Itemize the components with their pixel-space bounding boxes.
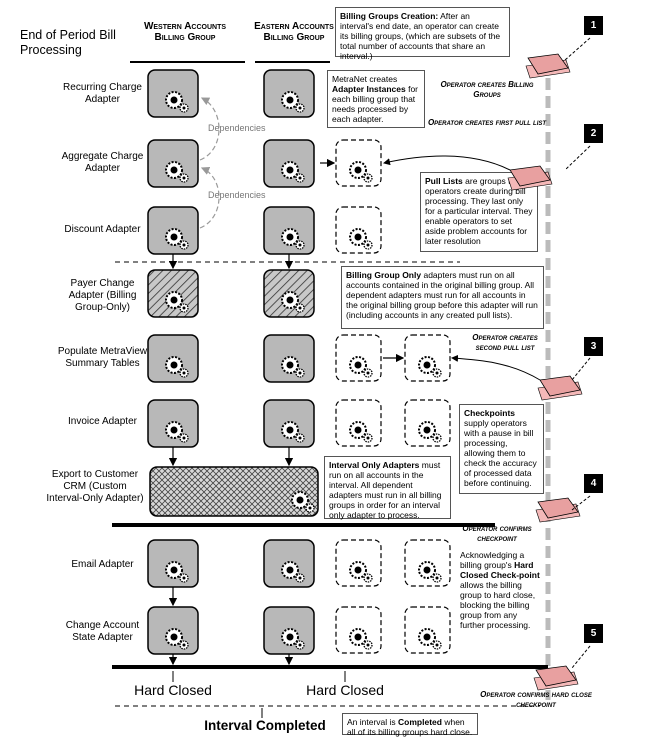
gear-icon: [281, 291, 305, 313]
note-interval-only: Interval Only Adapters must run on all a…: [324, 456, 451, 520]
gear-icon: [349, 161, 373, 183]
note-billing-group-only: Billing Group Only adapters must run on …: [341, 266, 544, 329]
adapter-label: Export to Customer CRM (Custom Interval-…: [46, 469, 144, 504]
gear-icon: [418, 561, 442, 583]
gear-icon: [281, 228, 305, 250]
western-header: Western Accounts Billing Group: [143, 21, 227, 43]
operator-action-3: Operator creates second pull list: [472, 333, 538, 352]
interval-completed: Interval Completed: [204, 718, 326, 733]
note-hard-closed-checkpoint: Acknowledging a billing group's Hard Clo…: [456, 547, 544, 639]
eastern-header: Eastern Accounts Billing Group: [254, 21, 334, 43]
gear-icon: [418, 628, 442, 650]
dependencies-label: Dependencies: [208, 123, 266, 133]
gear-icon: [418, 356, 442, 378]
gear-icon: [165, 91, 189, 113]
dependencies-label: Dependencies: [208, 190, 266, 200]
gear-icon: [281, 356, 305, 378]
step-badge: 3: [584, 337, 603, 356]
step-badge: 5: [584, 624, 603, 643]
gear-icon: [349, 356, 373, 378]
adapter-label: Email Adapter: [71, 559, 134, 570]
adapter-label: Discount Adapter: [64, 224, 141, 235]
gear-icon: [349, 561, 373, 583]
note-checkpoints: Checkpoints supply operators with a paus…: [459, 404, 544, 494]
operator-action-2: Operator creates first pull list: [427, 118, 547, 127]
adapter-label: Invoice Adapter: [68, 416, 137, 427]
gear-icon: [165, 356, 189, 378]
gear-icon: [349, 421, 373, 443]
hard-closed-west: Hard Closed: [134, 682, 212, 698]
gear-icon: [165, 228, 189, 250]
operator-action-4: Operator confirms checkpoint: [462, 524, 532, 543]
gear-icon: [418, 421, 442, 443]
operator-action-1: Operator creates Billing Groups: [440, 80, 534, 99]
gear-icon: [349, 628, 373, 650]
hard-closed-east: Hard Closed: [306, 682, 384, 698]
gear-icon: [281, 91, 305, 113]
adapter-label: Change Account State Adapter: [65, 620, 140, 643]
note-billing-groups: Billing Groups Creation: After an interv…: [335, 7, 510, 61]
adapter-label: Payer Change Adapter (Billing Group-Only…: [68, 278, 137, 313]
note-pull-lists: Pull Lists are groups that operators cre…: [420, 172, 538, 252]
gear-icon: [281, 561, 305, 583]
step-badge: 2: [584, 124, 603, 143]
step-badge: 1: [584, 16, 603, 35]
note-interval-completed: An interval is Completed when all of its…: [342, 713, 478, 737]
gear-icon: [291, 491, 315, 513]
interval-only-box: [149, 466, 319, 517]
note-adapter-instances: MetraNet creates Adapter Instances for e…: [327, 70, 425, 128]
adapter-label: Recurring Charge Adapter: [63, 82, 142, 105]
adapter-label: Populate MetraView Summary Tables: [57, 346, 148, 369]
gear-icon: [281, 421, 305, 443]
gear-icon: [281, 161, 305, 183]
gear-icon: [281, 628, 305, 650]
gear-icon: [165, 161, 189, 183]
gear-icon: [165, 291, 189, 313]
gear-icon: [165, 628, 189, 650]
adapter-label: Aggregate Charge Adapter: [61, 151, 144, 174]
operator-action-5: Operator confirms hard close checkpoint: [480, 690, 592, 709]
gear-icon: [165, 421, 189, 443]
gear-icon: [349, 228, 373, 250]
step-badge: 4: [584, 474, 603, 493]
gear-icon: [165, 561, 189, 583]
page-title: End of Period Bill Processing: [20, 28, 116, 57]
